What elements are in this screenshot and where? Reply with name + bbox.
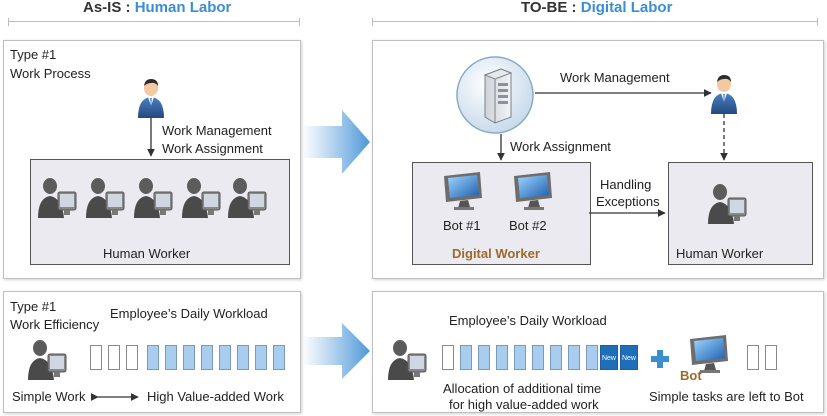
tobe-human-worker-label: Human Worker	[676, 246, 764, 261]
asis-header-prefix: As-IS :	[83, 0, 135, 16]
tobe-work-assignment-label: Work Assignment	[510, 139, 611, 154]
workload-cell-high-value	[147, 345, 159, 370]
human-worker-computer-icon	[182, 178, 221, 218]
workload-cell-high-value	[478, 345, 490, 370]
handling-label: Handling	[600, 177, 652, 192]
asis-process-title: Work Process	[10, 66, 91, 81]
handling-exceptions-arrow	[589, 209, 666, 217]
simple-work-label: Simple Work	[12, 389, 86, 404]
new-workload-cell: New	[620, 345, 638, 370]
supervisor-dashed-arrow	[720, 114, 728, 161]
asis-human-worker-label: Human Worker	[103, 246, 191, 261]
human-worker-computer-icon	[86, 178, 125, 218]
human-worker-computer-icon	[134, 178, 173, 218]
asis-type-label: Type #1	[10, 47, 57, 62]
allocation-line-1: Allocation of additional time	[443, 381, 602, 396]
human-worker-computer-icon	[28, 340, 67, 380]
plus-icon	[651, 350, 669, 368]
asis-eff-title: Work Efficiency	[10, 317, 100, 332]
tobe-header-highlight: Digital Labor	[580, 0, 673, 16]
asis-header-rule	[8, 18, 300, 26]
tobe-header: TO-BE : Digital Labor	[521, 0, 672, 16]
bot-label: Bot	[680, 368, 702, 383]
asis-work-assignment-label: Work Assignment	[162, 141, 263, 156]
workload-cell-high-value	[514, 345, 526, 370]
workload-cell-high-value	[460, 345, 472, 370]
workload-cell	[442, 345, 454, 370]
manager-person-icon	[138, 79, 164, 118]
workload-cell-high-value	[586, 345, 598, 370]
bot-monitor-icon	[514, 172, 552, 210]
workload-cell	[108, 345, 120, 370]
workload-cell-high-value	[183, 345, 195, 370]
asis-daily-workload-label: Employee’s Daily Workload	[110, 306, 268, 321]
tobe-work-management-label: Work Management	[560, 70, 670, 85]
asis-down-arrow	[147, 118, 155, 157]
supervisor-person-icon	[711, 75, 737, 114]
new-workload-cell: New	[600, 345, 618, 370]
high-value-work-label: High Value-added Work	[147, 389, 284, 404]
workload-cell-high-value	[219, 345, 231, 370]
allocation-line-2: for high value-added work	[449, 397, 599, 412]
workload-cell-high-value	[255, 345, 267, 370]
tobe-header-prefix: TO-BE :	[521, 0, 581, 16]
workload-cell-high-value	[201, 345, 213, 370]
bot-monitor-icon	[444, 172, 482, 210]
work-management-arrow	[535, 89, 712, 97]
transition-arrow-bottom	[302, 323, 370, 379]
workload-cell-high-value	[165, 345, 177, 370]
tobe-daily-workload-label: Employee’s Daily Workload	[449, 313, 607, 328]
workload-cell-high-value	[550, 345, 562, 370]
workload-cell-high-value	[273, 345, 285, 370]
transition-arrow-top	[302, 110, 370, 174]
workload-cell	[90, 345, 102, 370]
asis-header: As-IS : Human Labor	[83, 0, 231, 16]
workload-cell-high-value	[237, 345, 249, 370]
asis-work-management-label: Work Management	[162, 123, 272, 138]
digital-worker-label: Digital Worker	[452, 246, 540, 261]
asis-header-highlight: Human Labor	[134, 0, 232, 16]
workload-cell-high-value	[532, 345, 544, 370]
human-worker-computer-icon	[708, 184, 747, 224]
bot-1-label: Bot #1	[443, 218, 481, 233]
bot-2-label: Bot #2	[509, 218, 547, 233]
workload-cell-high-value	[568, 345, 580, 370]
digital-worker-box	[412, 162, 591, 265]
exceptions-label: Exceptions	[596, 194, 660, 209]
work-assignment-arrow	[497, 134, 505, 161]
human-worker-computer-icon	[38, 178, 77, 218]
workload-cell-high-value	[496, 345, 508, 370]
simple-tasks-bot-label: Simple tasks are left to Bot	[649, 389, 804, 404]
double-arrow	[90, 393, 139, 401]
human-worker-computer-icon	[388, 340, 427, 380]
tobe-header-rule	[372, 18, 818, 26]
workload-cell	[765, 345, 777, 370]
asis-eff-type-label: Type #1	[10, 299, 57, 314]
workload-cell	[126, 345, 138, 370]
workload-cell	[747, 345, 759, 370]
server-icon	[456, 56, 534, 134]
bot-monitor-icon	[690, 335, 728, 373]
human-worker-computer-icon	[228, 178, 267, 218]
